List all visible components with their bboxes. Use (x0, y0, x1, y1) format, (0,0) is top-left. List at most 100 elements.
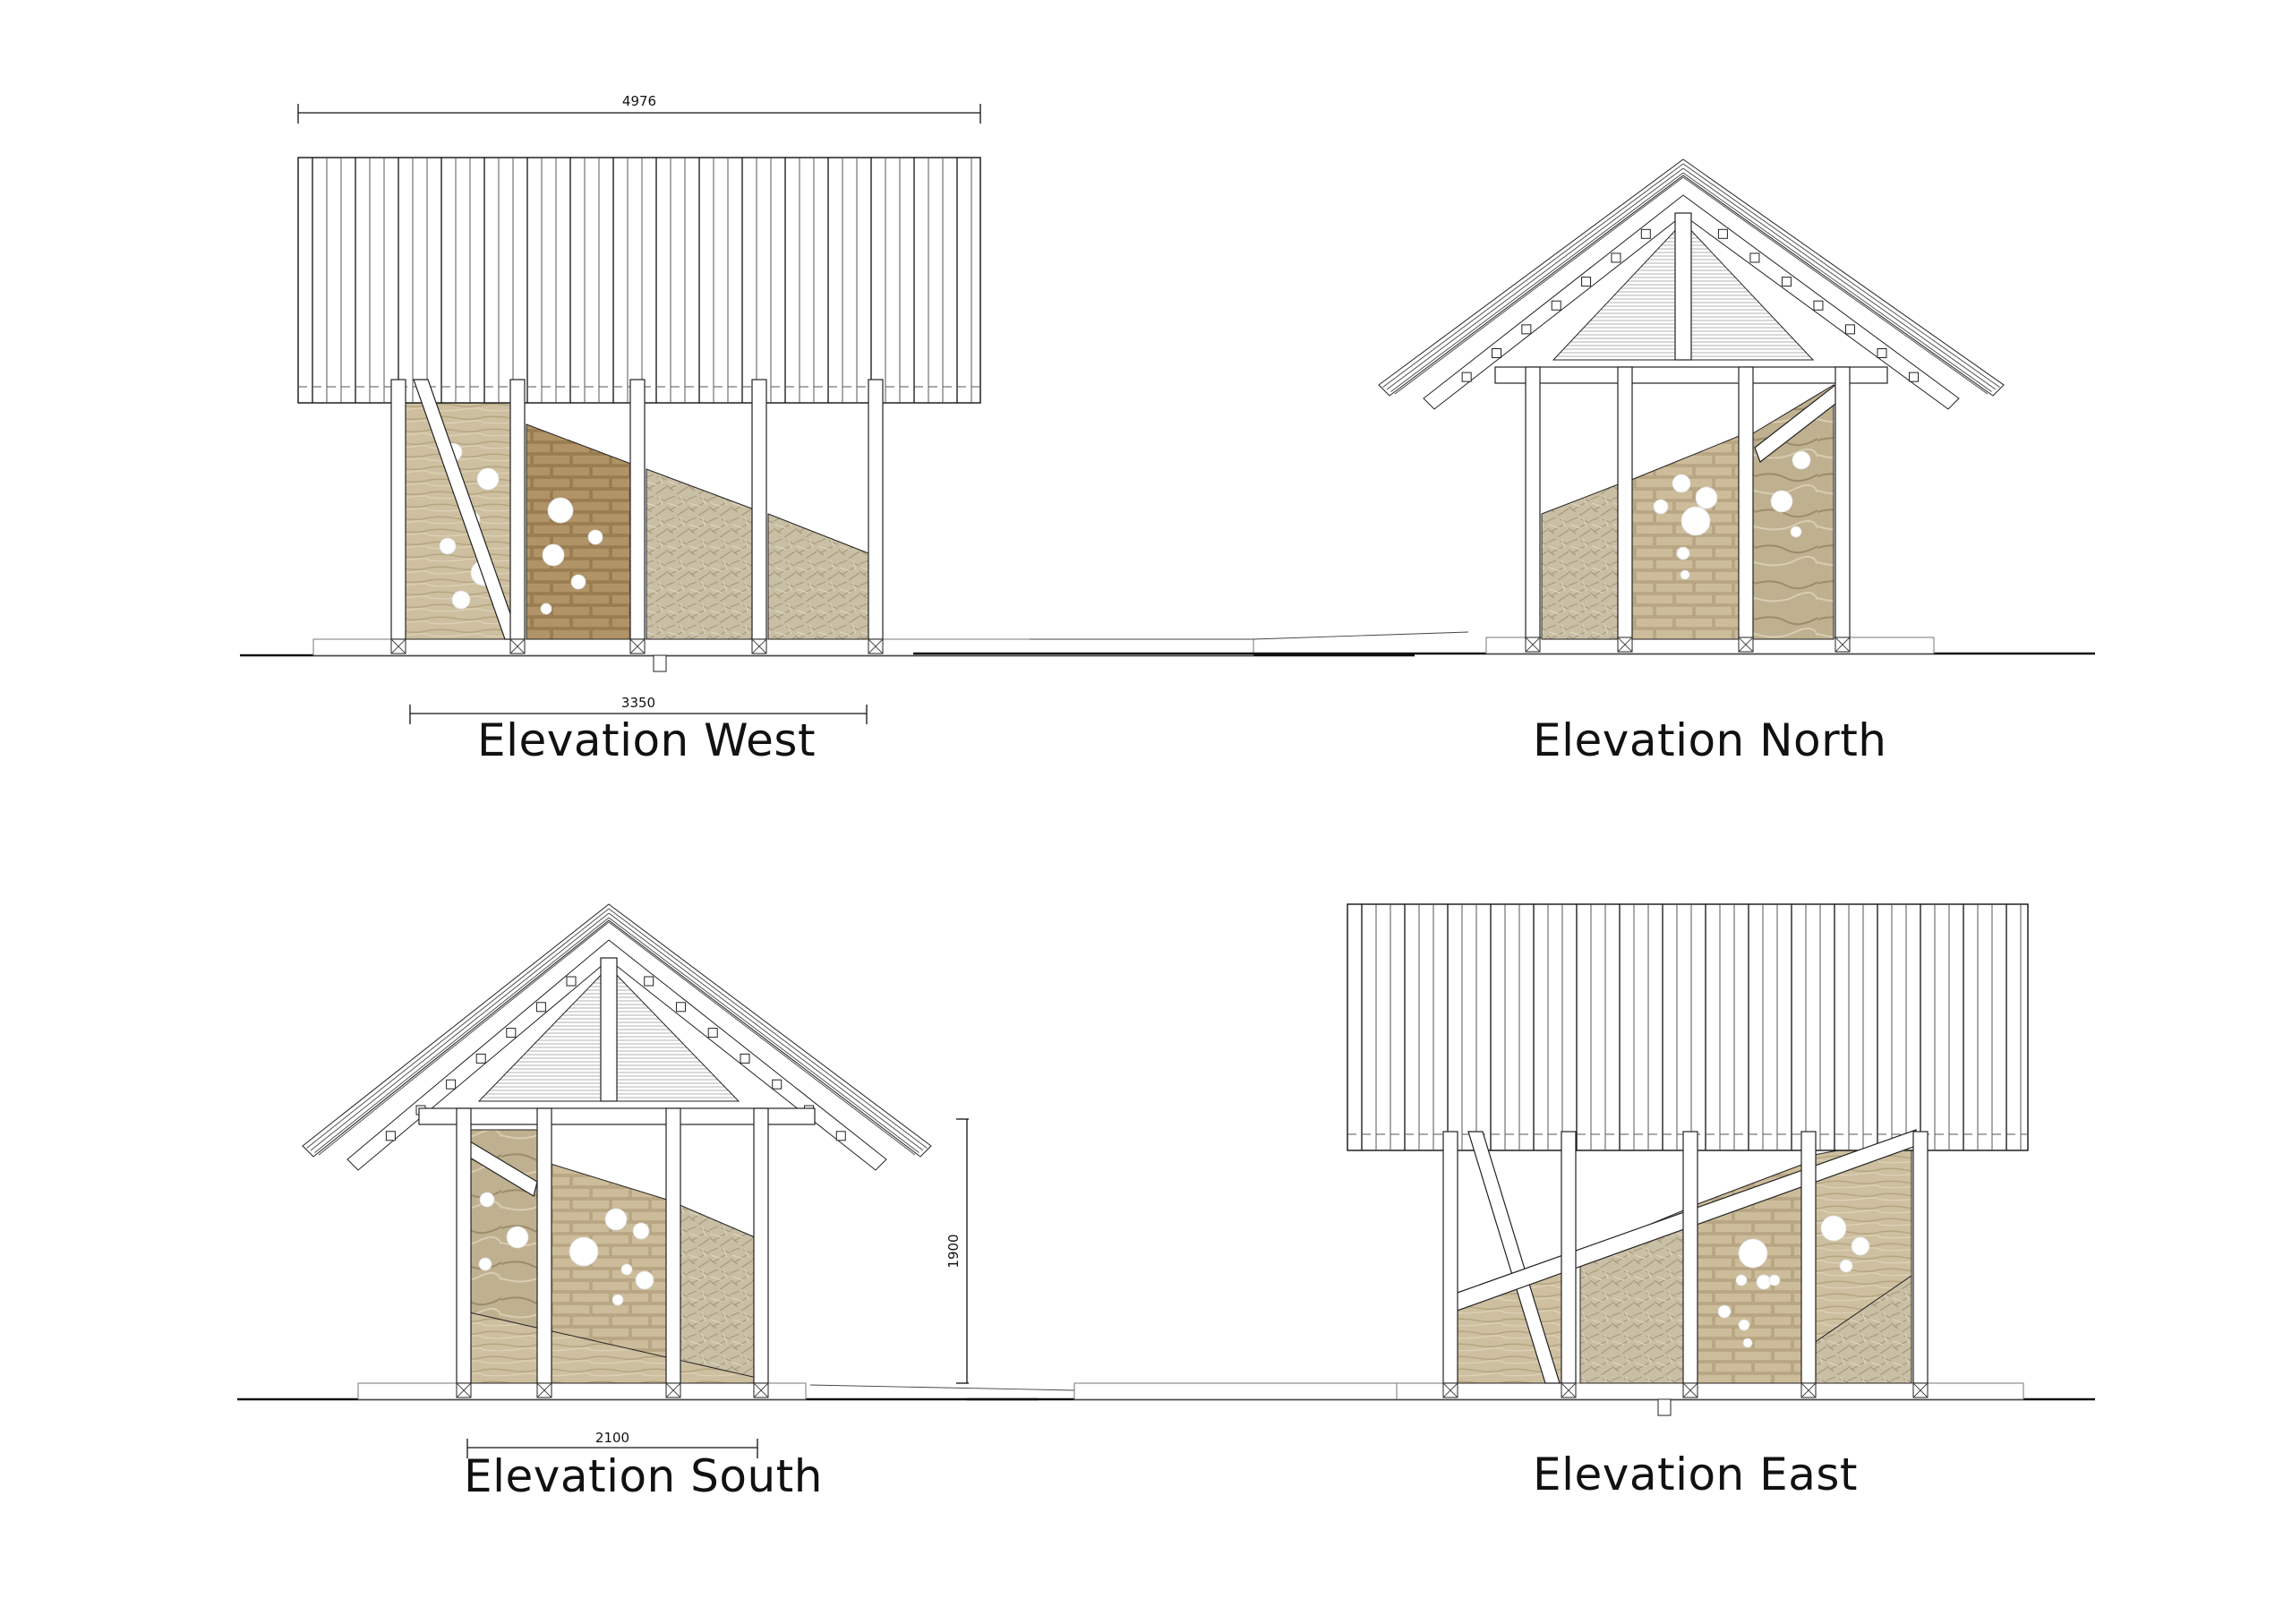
rafter-bolt (1611, 252, 1621, 263)
drain-block (653, 654, 667, 672)
gable-roof (1378, 158, 2005, 410)
straw-panel (646, 468, 757, 640)
rafter-bolt (1717, 228, 1728, 239)
perforation-hole (1839, 1259, 1853, 1273)
timber-post (536, 1107, 552, 1384)
rafter-bolt (1909, 372, 1920, 382)
perforation-hole (506, 1226, 529, 1249)
rafter-bolt (1781, 277, 1792, 287)
perforation-hole (1676, 546, 1690, 560)
timber-post (629, 379, 646, 640)
timber-post (390, 379, 406, 640)
perforation-hole (1717, 1304, 1732, 1319)
perforation-hole (611, 1294, 624, 1306)
king-post (1674, 212, 1692, 361)
perforation-hole (451, 590, 471, 610)
rafter-bolt (1813, 300, 1824, 311)
rafter-bolt (535, 1002, 546, 1013)
caption-elevation-north: Elevation North (1533, 714, 1887, 766)
timber-post (1525, 366, 1541, 640)
rafter-bolt (644, 976, 654, 987)
dimension-label: 3350 (621, 695, 655, 711)
elevation-north-drawing (913, 158, 2095, 655)
perforation-hole (604, 1208, 628, 1231)
timber-post (1738, 366, 1754, 640)
rafter-bolt (675, 1002, 686, 1013)
perforation-hole (476, 467, 500, 491)
elevation-drawings: 4976 3350 1900 2100 (237, 93, 2095, 1458)
plinth (1485, 637, 1935, 654)
dimension-label: 4976 (622, 93, 656, 109)
timber-post (1617, 366, 1633, 640)
caption-elevation-south: Elevation South (464, 1450, 823, 1502)
drain-block (1657, 1398, 1672, 1416)
dimension-2100: 2100 (466, 1430, 758, 1458)
caption-elevation-east: Elevation East (1533, 1449, 1859, 1500)
rafter-bolt (1581, 277, 1592, 287)
plinth-left (1073, 1382, 1407, 1400)
timber-post (1442, 1131, 1458, 1384)
gable-roof (302, 903, 932, 1171)
rafter-bolt (740, 1053, 750, 1064)
tie-beam (418, 1107, 816, 1125)
dimension-1900: 1900 (945, 1118, 969, 1384)
timber-post (1682, 1131, 1698, 1384)
perforation-hole (1672, 474, 1691, 493)
elevation-west-drawing: 4976 3350 (240, 93, 1415, 724)
rafter-bolt (1461, 372, 1472, 382)
plinth-right (1396, 1382, 2024, 1400)
dimension-4976: 4976 (297, 93, 981, 124)
rafter-bolt (475, 1053, 486, 1064)
perforation-hole (1851, 1236, 1870, 1256)
rafter-bolt (566, 976, 577, 987)
perforation-hole (635, 1270, 654, 1290)
cladding-outline (1347, 903, 2029, 1151)
perforation-hole (540, 603, 552, 615)
perforation-hole (1792, 450, 1811, 470)
timber-post (753, 1107, 769, 1384)
rafter-bolt (1551, 300, 1561, 311)
roof-edge (1378, 158, 2005, 397)
rafter-bolt (1640, 228, 1651, 239)
tie-beam (1494, 366, 1888, 384)
brick-panel (1630, 434, 1742, 640)
perforation-hole (1653, 499, 1669, 515)
perforation-hole (587, 529, 603, 545)
perforation-hole (1681, 506, 1711, 536)
perforation-hole (439, 537, 457, 555)
plinth (357, 1382, 807, 1400)
caption-elevation-west: Elevation West (477, 714, 817, 766)
perforation-hole (547, 497, 574, 524)
rafter-bolt (1521, 324, 1532, 335)
timber-post (509, 379, 526, 640)
cladding-outline (297, 157, 981, 404)
perforation-hole (620, 1263, 633, 1276)
rafter-bolt (446, 1079, 457, 1090)
dimension-label: 2100 (595, 1430, 629, 1446)
rafter-bolt (1749, 252, 1760, 263)
rafter-bolt (1844, 324, 1855, 335)
elevation-south-drawing: 1900 2100 (237, 903, 1075, 1458)
straw-panel (1541, 483, 1621, 640)
timber-post (751, 379, 767, 640)
perforation-hole (1790, 526, 1802, 538)
dimension-3350: 3350 (409, 695, 868, 724)
rafter-bolt (1877, 348, 1887, 358)
perforation-hole (1735, 1274, 1748, 1286)
perforation-hole (1820, 1215, 1847, 1242)
rafter-bolt (506, 1028, 517, 1039)
timber-post (1800, 1131, 1817, 1384)
timber-post (1561, 1131, 1577, 1384)
perforation-hole (632, 1222, 650, 1240)
perforation-hole (570, 574, 586, 590)
diagonal-brace (1467, 1131, 1561, 1384)
timber-post (665, 1107, 681, 1384)
perforation-hole (1770, 490, 1793, 513)
timber-post (1912, 1131, 1929, 1384)
vertical-timber-cladding (297, 157, 981, 404)
perforation-hole (1742, 1338, 1753, 1348)
straw-panel-2 (767, 513, 869, 640)
perforation-hole (1768, 1274, 1781, 1286)
